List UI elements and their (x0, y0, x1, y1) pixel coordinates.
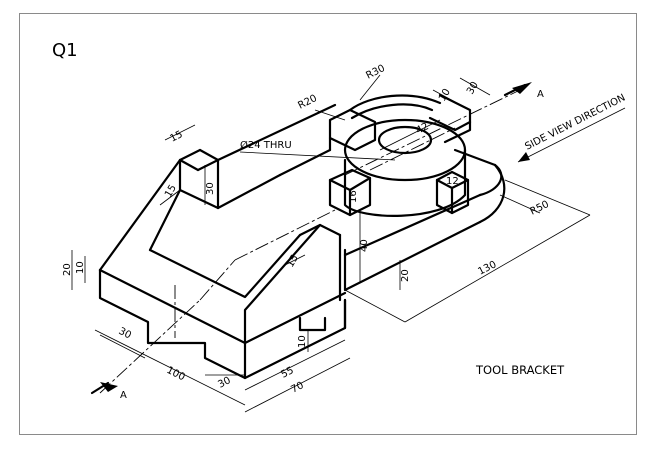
dim-r20: R20 (296, 93, 319, 112)
dim-15-right: 15 (285, 253, 301, 270)
drawing-frame (19, 13, 637, 435)
section-label-top: A (537, 89, 544, 100)
dim-20-left: 20 (62, 263, 73, 276)
top-boss (328, 93, 472, 217)
dim-r30: R30 (364, 63, 387, 82)
drawing-title: TOOL BRACKET (475, 363, 565, 377)
dim-r50: R50 (528, 199, 551, 218)
dim-100: 100 (165, 365, 187, 383)
center-lines (99, 89, 521, 394)
hole-callout: Ø24 THRU (240, 139, 292, 151)
dim-15-top: 15 (168, 129, 184, 145)
side-view-label: SIDE VIEW DIRECTION (523, 92, 627, 152)
dim-16: 16 (348, 190, 359, 203)
dim-12: 12 (446, 176, 459, 187)
dim-10-notch: 10 (297, 335, 308, 348)
section-arrow-top: A (503, 82, 544, 100)
section-arrow-bottom: A (90, 381, 127, 401)
dim-30-bottom: 30 (216, 375, 232, 391)
dim-20-right: 20 (400, 269, 411, 282)
dimension-lines: 15 15 30 15 20 10 30 100 30 55 70 10 40 (62, 63, 591, 413)
dim-130: 130 (476, 259, 498, 277)
dim-40: 40 (359, 239, 370, 252)
section-label-bottom: A (120, 390, 127, 401)
dim-30-post: 30 (205, 182, 216, 195)
question-label: Q1 (52, 40, 78, 61)
dim-70: 70 (289, 380, 305, 396)
dim-10-left: 10 (75, 261, 86, 274)
dim-55: 55 (279, 365, 295, 381)
dim-30-base: 30 (117, 326, 133, 342)
side-view-direction: SIDE VIEW DIRECTION (517, 92, 627, 163)
dim-42: 42 (414, 121, 430, 137)
